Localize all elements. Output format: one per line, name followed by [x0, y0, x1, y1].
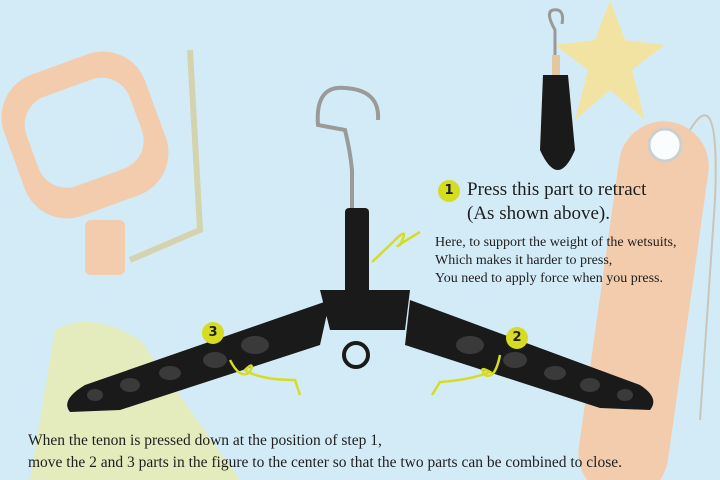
step1-note-line: You need to apply force when you press.: [435, 271, 663, 286]
step1-subtitle: (As shown above).: [467, 203, 611, 224]
step1-note-line: Here, to support the weight of the wetsu…: [435, 235, 677, 250]
bottom-instruction: When the tenon is pressed down at the po…: [28, 432, 382, 449]
hanger-hook: [315, 85, 381, 212]
step2-arrow: [430, 354, 502, 396]
step1-title: Press this part to retract: [467, 179, 647, 200]
hanger-holes: [87, 336, 633, 401]
arrows: [228, 230, 502, 396]
oxygen-tank-illustration: [578, 114, 717, 480]
bottom-instruction: move the 2 and 3 parts in the figure to …: [28, 454, 622, 471]
step3-badge: 3: [202, 322, 224, 344]
starfish-illustration: [555, 0, 665, 120]
step1-note-line: Which makes it harder to press,: [435, 253, 613, 268]
step1-badge: 1: [438, 180, 460, 202]
mini-hanger-retracted: [540, 8, 575, 170]
step3-arrow: [228, 359, 302, 396]
step2-badge: 2: [506, 327, 528, 349]
step1-pointer: [371, 230, 421, 263]
diving-mask-illustration: [1, 49, 204, 275]
